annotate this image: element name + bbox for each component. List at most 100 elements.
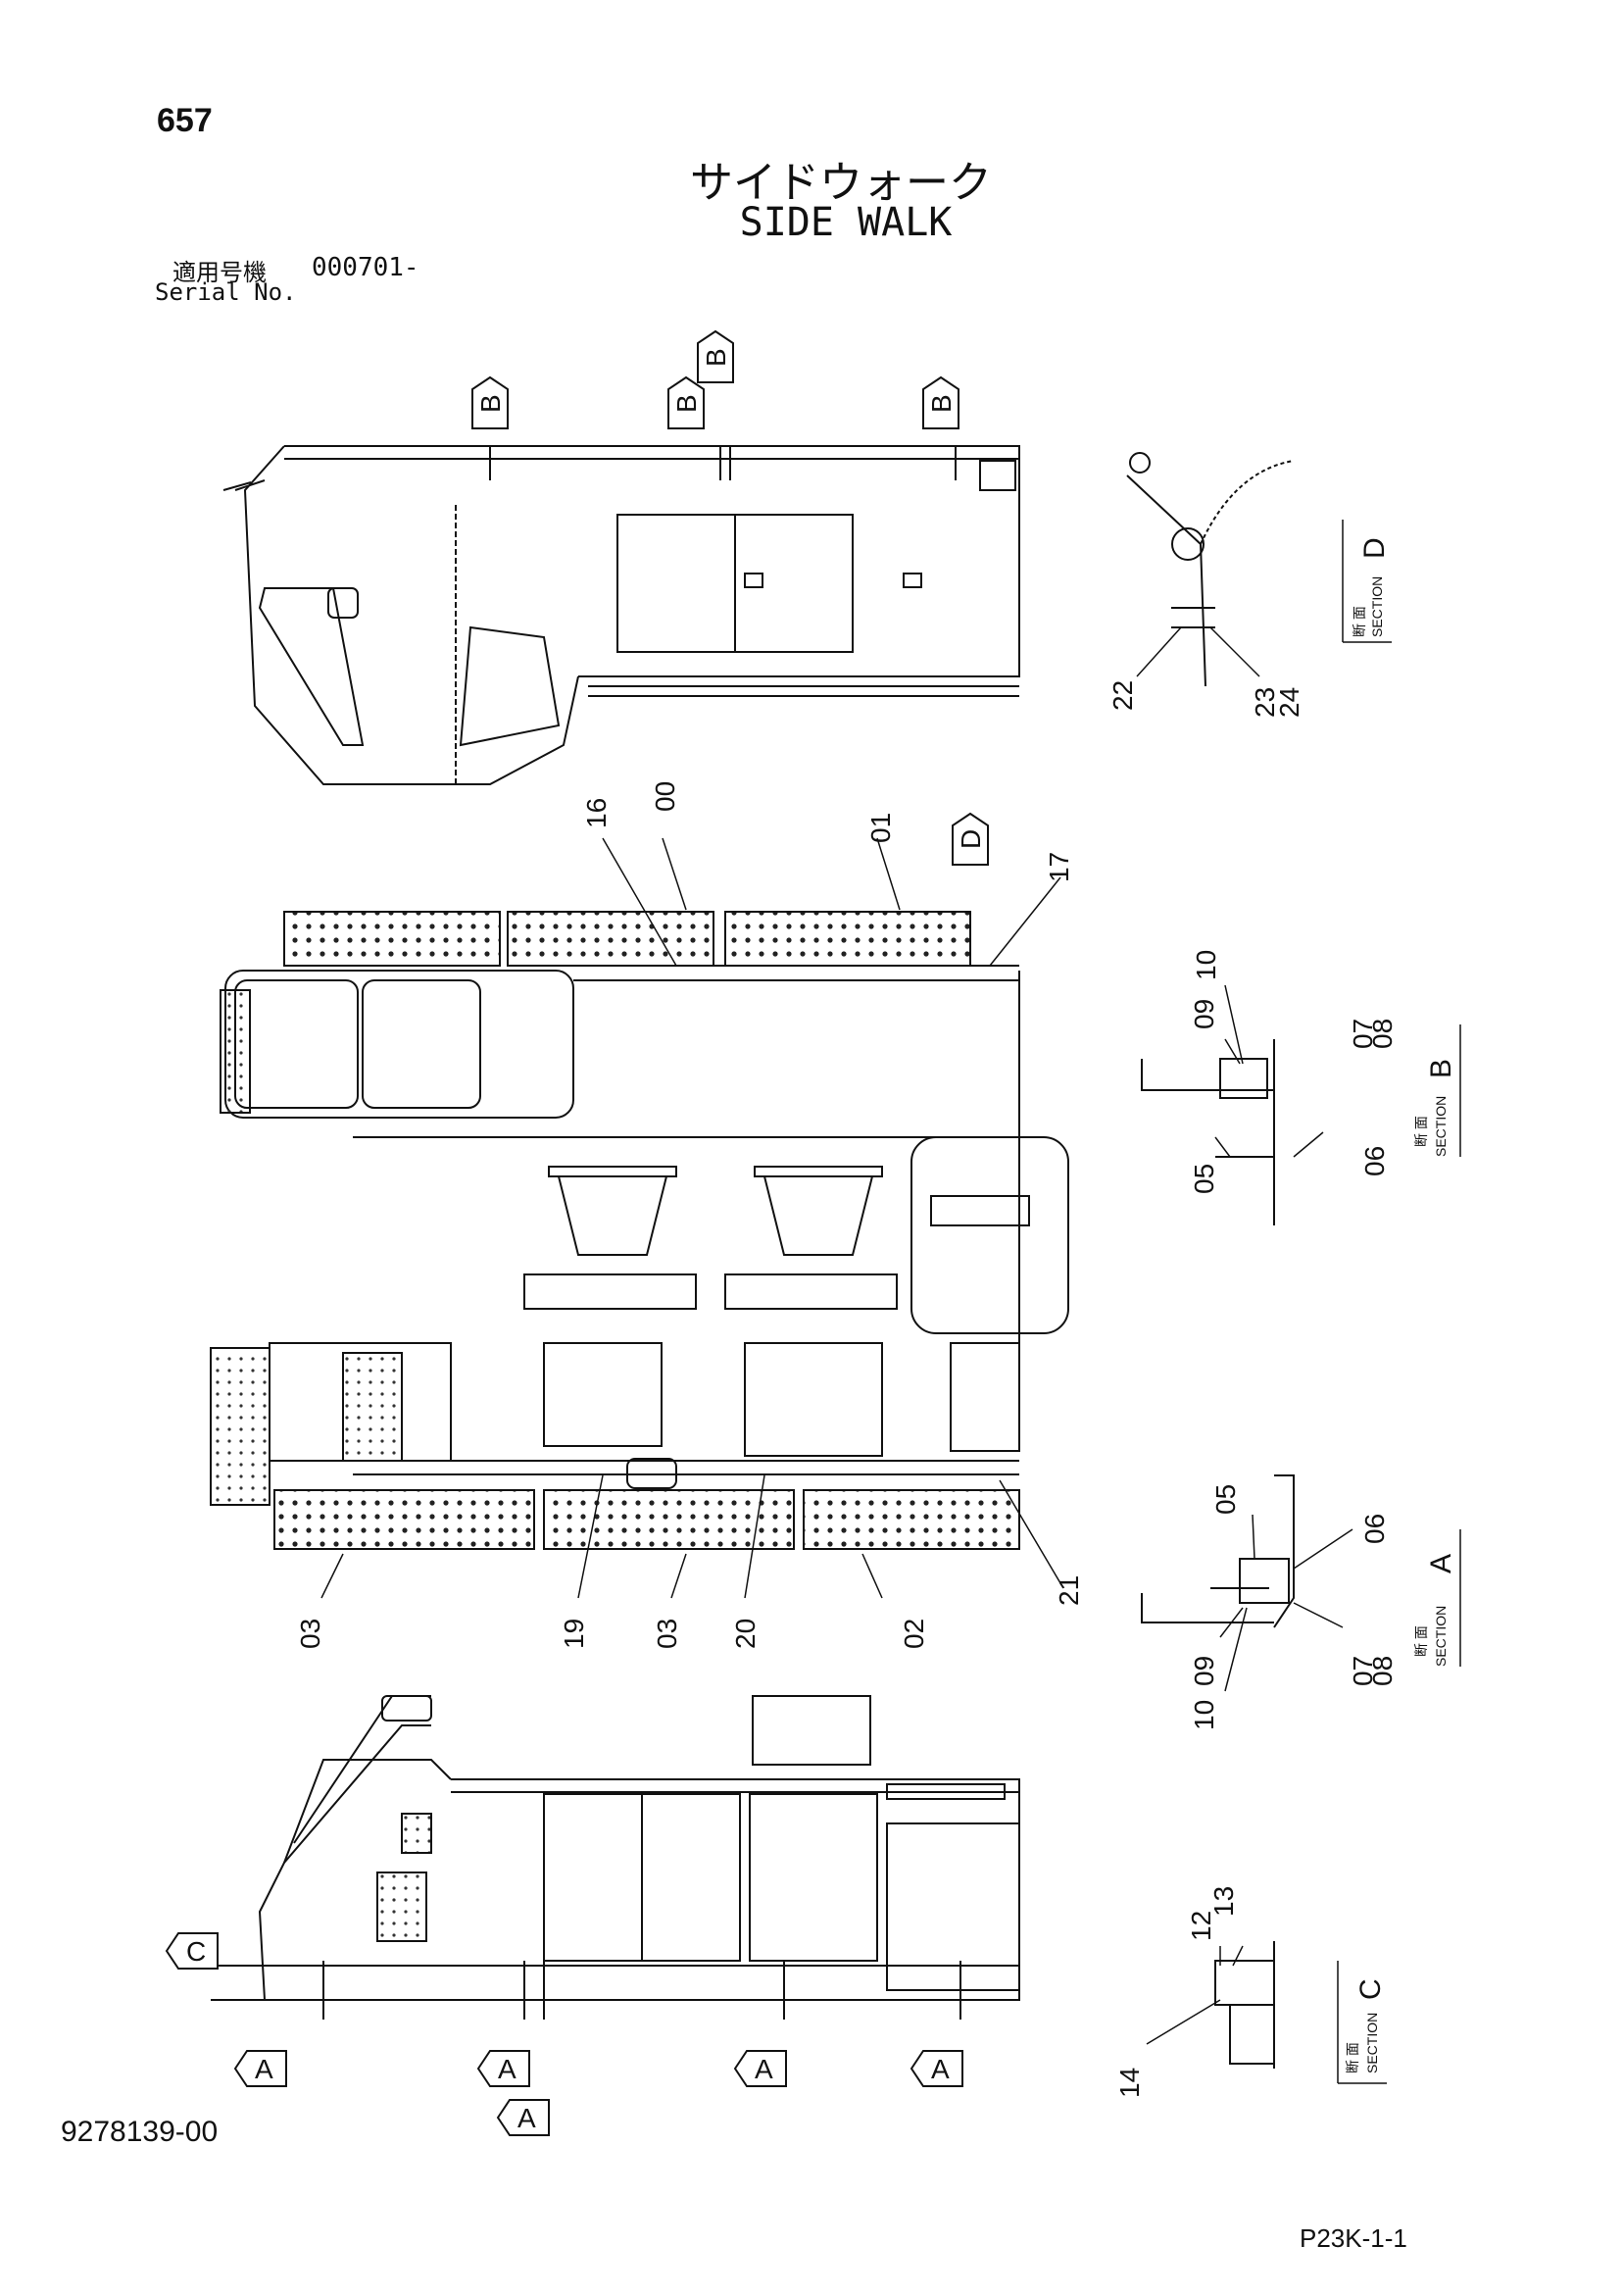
svg-text:10: 10 [1189,1700,1219,1730]
sheet-reference: P23K-1-1 [1300,2223,1407,2253]
svg-text:16: 16 [581,798,612,828]
svg-text:C: C [186,1936,206,1967]
svg-text:03: 03 [652,1619,682,1649]
section-label-d: 断 面 SECTION D [1342,520,1392,643]
svg-text:A: A [755,2054,773,2084]
side-view [211,1695,1020,2020]
page-title-japanese: サイドウォーク [690,158,992,208]
svg-text:09: 09 [1189,1656,1219,1686]
part-callout: 16 [581,798,677,967]
svg-text:B: B [475,394,506,413]
section-marker: A [233,2050,287,2087]
svg-text:C: C [1354,1978,1387,2000]
svg-text:19: 19 [559,1619,589,1649]
page-number: 657 [157,102,213,139]
part-callout: 03 [652,1553,687,1649]
part-callout: 19 [559,1474,604,1649]
svg-text:02: 02 [899,1619,929,1649]
part-callout: 06 [1293,1131,1390,1176]
part-callout: 12 [1186,1911,1221,1966]
part-callout: 06 [1293,1514,1390,1570]
svg-text:14: 14 [1114,2068,1145,2098]
svg-text:断 面: 断 面 [1345,2042,1360,2073]
section-marker: A [496,2099,550,2136]
section-b-detail [1141,1039,1275,1225]
svg-text:20: 20 [730,1619,761,1649]
serial-number-value: 000701- [312,253,419,282]
section-marker: B [922,375,959,429]
svg-text:D: D [956,829,986,849]
document-number: 9278139-00 [61,2116,219,2148]
svg-text:断 面: 断 面 [1352,606,1367,637]
section-label-c: 断 面 SECTION C [1337,1961,1387,2084]
svg-text:22: 22 [1107,680,1138,711]
svg-text:A: A [931,2054,950,2084]
section-marker: B [471,375,509,429]
svg-text:03: 03 [295,1619,325,1649]
svg-text:B: B [1425,1059,1457,1078]
svg-text:23: 23 [1250,687,1280,718]
section-label-b: 断 面 SECTION B [1413,1024,1461,1157]
svg-text:B: B [701,348,731,367]
svg-text:07: 07 [1348,1656,1378,1686]
part-callout: 03 [295,1553,344,1649]
svg-text:05: 05 [1189,1164,1219,1194]
part-callout: 00 [650,781,687,911]
svg-text:SECTION: SECTION [1433,1096,1449,1157]
section-marker: B [667,375,705,429]
svg-text:13: 13 [1208,1886,1239,1917]
section-marker: B [697,329,734,383]
part-callout: 01 [865,813,901,911]
svg-text:24: 24 [1274,687,1304,718]
serial-label: Serial No. [155,278,297,306]
part-callout: 17 [989,852,1074,967]
svg-text:01: 01 [865,813,896,843]
svg-text:A: A [1425,1554,1457,1573]
section-d-detail [1126,452,1295,687]
part-callout: 20 [730,1474,765,1649]
section-marker: A [476,2050,530,2087]
part-callout: 02 [861,1553,929,1649]
plan-view [210,911,1069,1550]
svg-text:SECTION: SECTION [1364,2013,1380,2073]
top-side-view [222,445,1020,785]
svg-text:21: 21 [1054,1575,1084,1606]
svg-text:05: 05 [1210,1484,1241,1515]
section-marker: A [910,2050,963,2087]
svg-text:断 面: 断 面 [1413,1625,1429,1657]
svg-text:A: A [498,2054,516,2084]
svg-text:08: 08 [1367,1019,1398,1049]
svg-text:09: 09 [1189,999,1219,1029]
part-callout: 09 [1189,999,1241,1065]
serial-label-japanese: 適用号機 [172,259,267,286]
svg-text:10: 10 [1191,950,1221,980]
part-callout: 08 [1367,1656,1398,1686]
section-a-detail [1141,1474,1295,1628]
svg-text:12: 12 [1186,1911,1216,1941]
section-marker: D [952,812,989,866]
svg-text:SECTION: SECTION [1433,1606,1449,1667]
section-label-a: 断 面 SECTION A [1413,1529,1461,1667]
part-callout: 14 [1114,1999,1221,2098]
section-marker: C [165,1932,219,1970]
part-callout: 07 [1293,1602,1378,1686]
part-callout: 13 [1208,1886,1244,1967]
page-title: SIDE WALK [739,200,953,245]
svg-text:08: 08 [1367,1656,1398,1686]
part-callout: 24 [1274,687,1304,718]
svg-text:SECTION: SECTION [1369,576,1385,637]
svg-text:A: A [255,2054,273,2084]
part-callout: 07 [1348,1019,1378,1049]
part-callout: 22 [1107,626,1182,711]
part-callout: 05 [1189,1136,1231,1194]
part-callout: 09 [1189,1607,1244,1686]
part-callout: 21 [999,1479,1084,1606]
svg-text:断 面: 断 面 [1413,1116,1429,1147]
svg-text:17: 17 [1044,852,1074,882]
svg-text:A: A [517,2103,536,2133]
part-callout: 08 [1367,1019,1398,1049]
part-callout: 10 [1191,950,1244,1065]
part-callout: 23 [1209,626,1280,718]
svg-text:07: 07 [1348,1019,1378,1049]
